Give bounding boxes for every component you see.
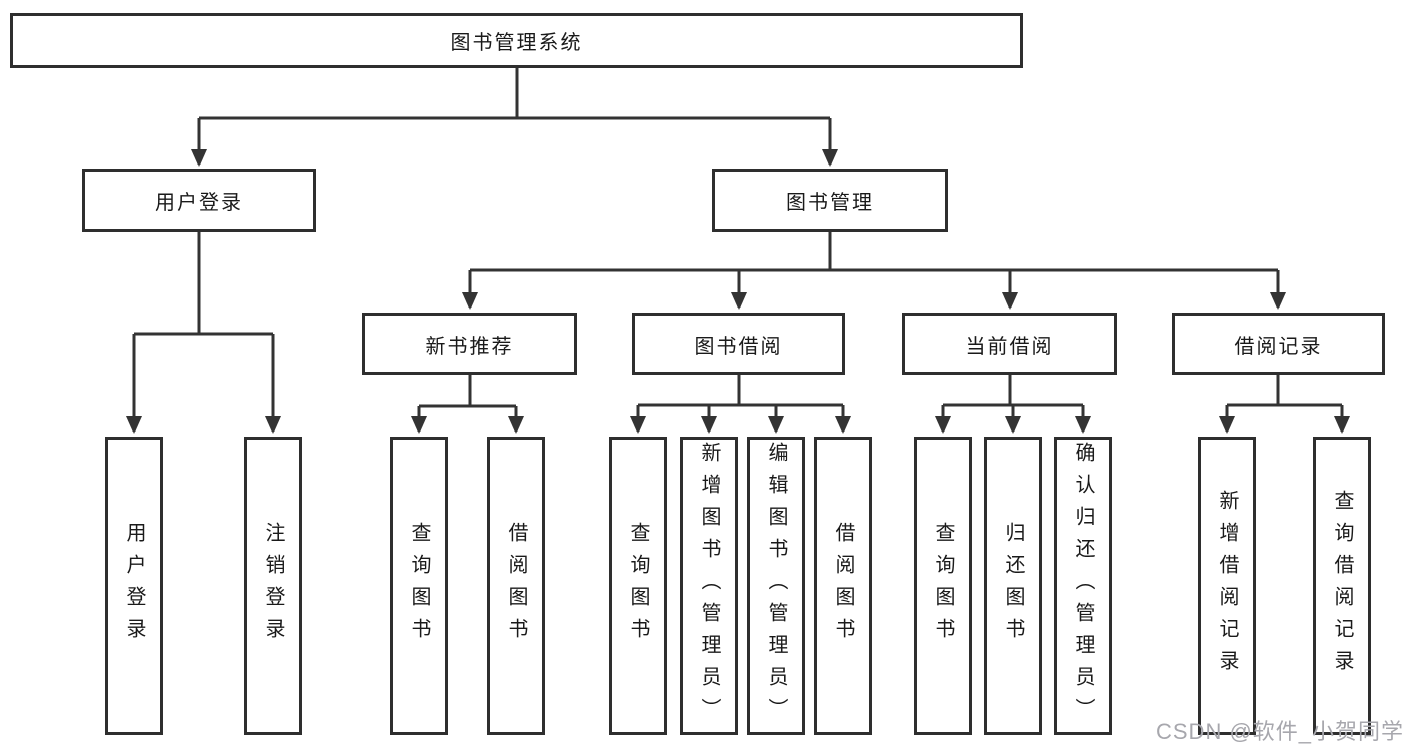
leaf-current-query-books: 查询图书 [914, 437, 972, 735]
leaf-borrowing-edit-books-admin: 编辑图书（管理员） [747, 437, 805, 735]
node-label: 图书借阅 [694, 335, 783, 358]
node-label: 借阅图书 [505, 522, 527, 650]
node-label: 用户登录 [155, 192, 243, 214]
node-book-borrowing: 图书借阅 [632, 313, 845, 375]
node-label: 查询图书 [932, 522, 954, 650]
leaf-records-query-borrow-record: 查询借阅记录 [1313, 437, 1371, 735]
leaf-borrowing-add-books-admin: 新增图书（管理员） [680, 437, 738, 735]
node-user-login: 用户登录 [82, 169, 316, 232]
node-label: 归还图书 [1002, 522, 1024, 650]
node-label: 借阅记录 [1234, 335, 1323, 358]
node-label: 新增图书（管理员） [698, 442, 720, 730]
leaf-recommend-query-books: 查询图书 [390, 437, 448, 735]
node-label: 借阅图书 [832, 522, 854, 650]
csdn-watermark: CSDN @软件_小贺同学 [1156, 719, 1405, 744]
leaf-user-login: 用户登录 [105, 437, 163, 735]
node-label: 查询图书 [408, 522, 430, 650]
node-book-management: 图书管理 [712, 169, 948, 232]
node-label: 图书管理 [786, 192, 874, 214]
node-label: 用户登录 [123, 522, 145, 650]
node-label: 新书推荐 [425, 335, 514, 358]
node-label: 图书管理系统 [450, 32, 583, 54]
node-new-book-recommend: 新书推荐 [362, 313, 577, 375]
leaf-borrowing-borrow-books: 借阅图书 [814, 437, 872, 735]
leaf-current-confirm-return-admin: 确认归还（管理员） [1054, 437, 1112, 735]
node-label: 当前借阅 [965, 335, 1054, 358]
node-label: 查询借阅记录 [1331, 490, 1353, 682]
leaf-records-add-borrow-record: 新增借阅记录 [1198, 437, 1256, 735]
node-current-borrowing: 当前借阅 [902, 313, 1117, 375]
leaf-borrowing-query-books: 查询图书 [609, 437, 667, 735]
node-label: 注销登录 [262, 522, 284, 650]
leaf-current-return-books: 归还图书 [984, 437, 1042, 735]
node-root-library-management-system: 图书管理系统 [10, 13, 1023, 68]
node-label: 编辑图书（管理员） [765, 442, 787, 730]
node-label: 确认归还（管理员） [1072, 442, 1094, 730]
node-label: 查询图书 [627, 522, 649, 650]
node-label: 新增借阅记录 [1216, 490, 1238, 682]
node-borrowing-records: 借阅记录 [1172, 313, 1385, 375]
leaf-logout: 注销登录 [244, 437, 302, 735]
leaf-recommend-borrow-books: 借阅图书 [487, 437, 545, 735]
